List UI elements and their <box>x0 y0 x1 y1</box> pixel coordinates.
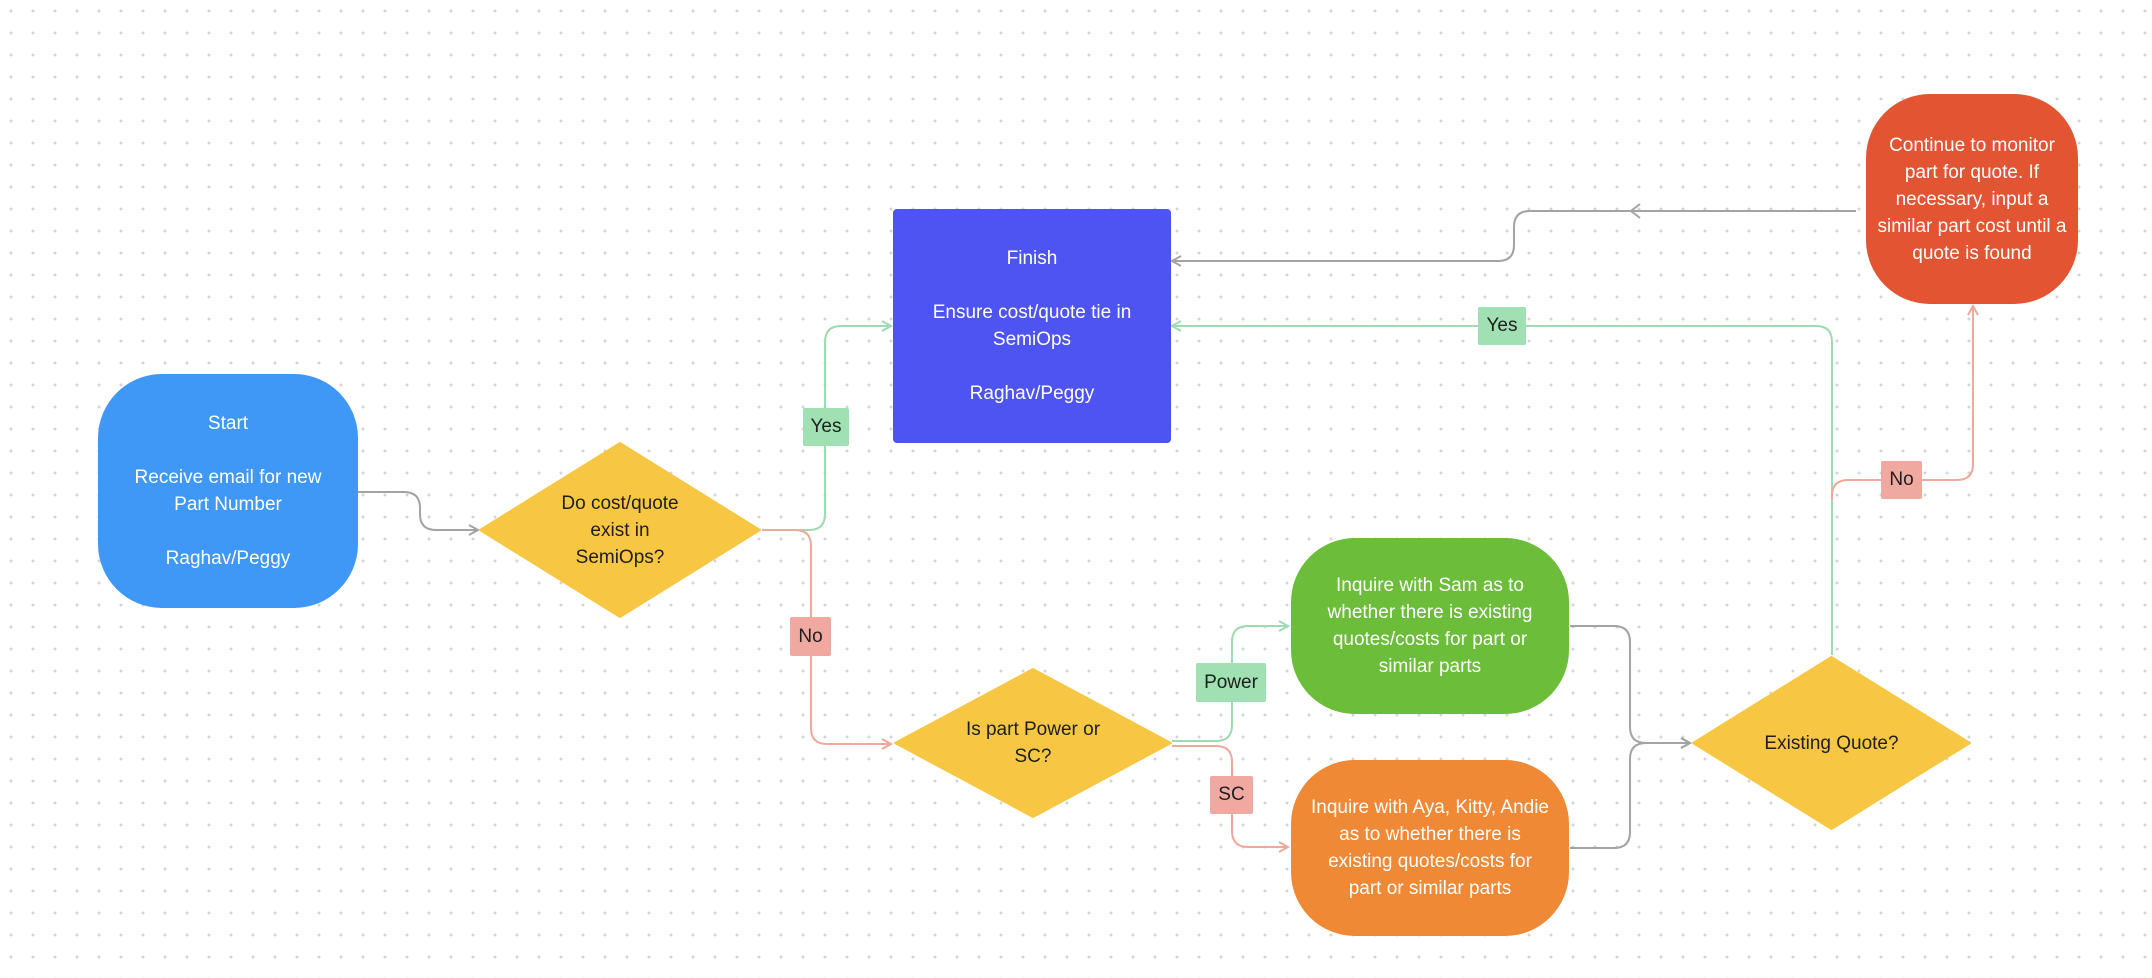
part-type-decision-text: Is part Power or SC? <box>965 719 1101 767</box>
diamond-shape <box>479 442 761 618</box>
monitor-node-text: Continue to monitor part for quote. If n… <box>1877 134 2067 264</box>
inquire-aya-node[interactable]: Inquire with Aya, Kitty, Andie as to whe… <box>1291 760 1569 936</box>
monitor-node[interactable]: Continue to monitor part for quote. If n… <box>1866 94 2078 304</box>
diamond-shape <box>894 668 1172 818</box>
connector-sam-to-existing-quote <box>1570 625 1693 749</box>
cost-exists-decision-text: Do cost/quote exist in SemiOps? <box>561 492 679 568</box>
label-no-quote[interactable]: No <box>1881 461 1922 499</box>
connector-monitor-midarrow <box>1629 203 1641 219</box>
label-yes-cost-text: Yes <box>810 416 842 437</box>
label-no-cost-text: No <box>798 625 823 647</box>
finish-node[interactable]: Finish Ensure cost/quote tie in SemiOps … <box>893 209 1171 443</box>
diamond-shape <box>1692 656 1971 830</box>
inquire-sam-node-text: Inquire with Sam as to whether there is … <box>1327 575 1533 677</box>
label-yes-quote[interactable]: Yes <box>1478 307 1526 345</box>
existing-quote-decision-text: Existing Quote? <box>1764 732 1899 754</box>
label-no-quote-text: No <box>1889 469 1914 490</box>
label-sc-text: SC <box>1218 784 1245 805</box>
inquire-sam-node[interactable]: Inquire with Sam as to whether there is … <box>1291 538 1569 714</box>
label-yes-cost[interactable]: Yes <box>803 408 849 446</box>
connector-monitor-to-finish <box>1169 210 1856 267</box>
label-no-cost[interactable]: No <box>790 617 831 656</box>
finish-node-text: Finish Ensure cost/quote tie in SemiOps … <box>932 248 1132 404</box>
existing-quote-decision[interactable]: Existing Quote? <box>1691 655 1972 831</box>
label-yes-quote-text: Yes <box>1486 315 1518 336</box>
connector-aya-to-existing-quote <box>1570 737 1693 849</box>
label-power[interactable]: Power <box>1196 663 1266 702</box>
inquire-aya-node-text: Inquire with Aya, Kitty, Andie as to whe… <box>1311 797 1549 899</box>
connector-quote-yes-to-finish <box>1169 320 1833 655</box>
connector-start-to-cost-decision <box>358 491 481 536</box>
part-type-decision[interactable]: Is part Power or SC? <box>893 667 1173 819</box>
label-sc[interactable]: SC <box>1210 776 1253 814</box>
start-node-text: Start Receive email for new Part Number … <box>134 413 322 569</box>
cost-exists-decision[interactable]: Do cost/quote exist in SemiOps? <box>478 441 762 619</box>
label-power-text: Power <box>1204 671 1258 693</box>
start-node[interactable]: Start Receive email for new Part Number … <box>98 374 358 608</box>
